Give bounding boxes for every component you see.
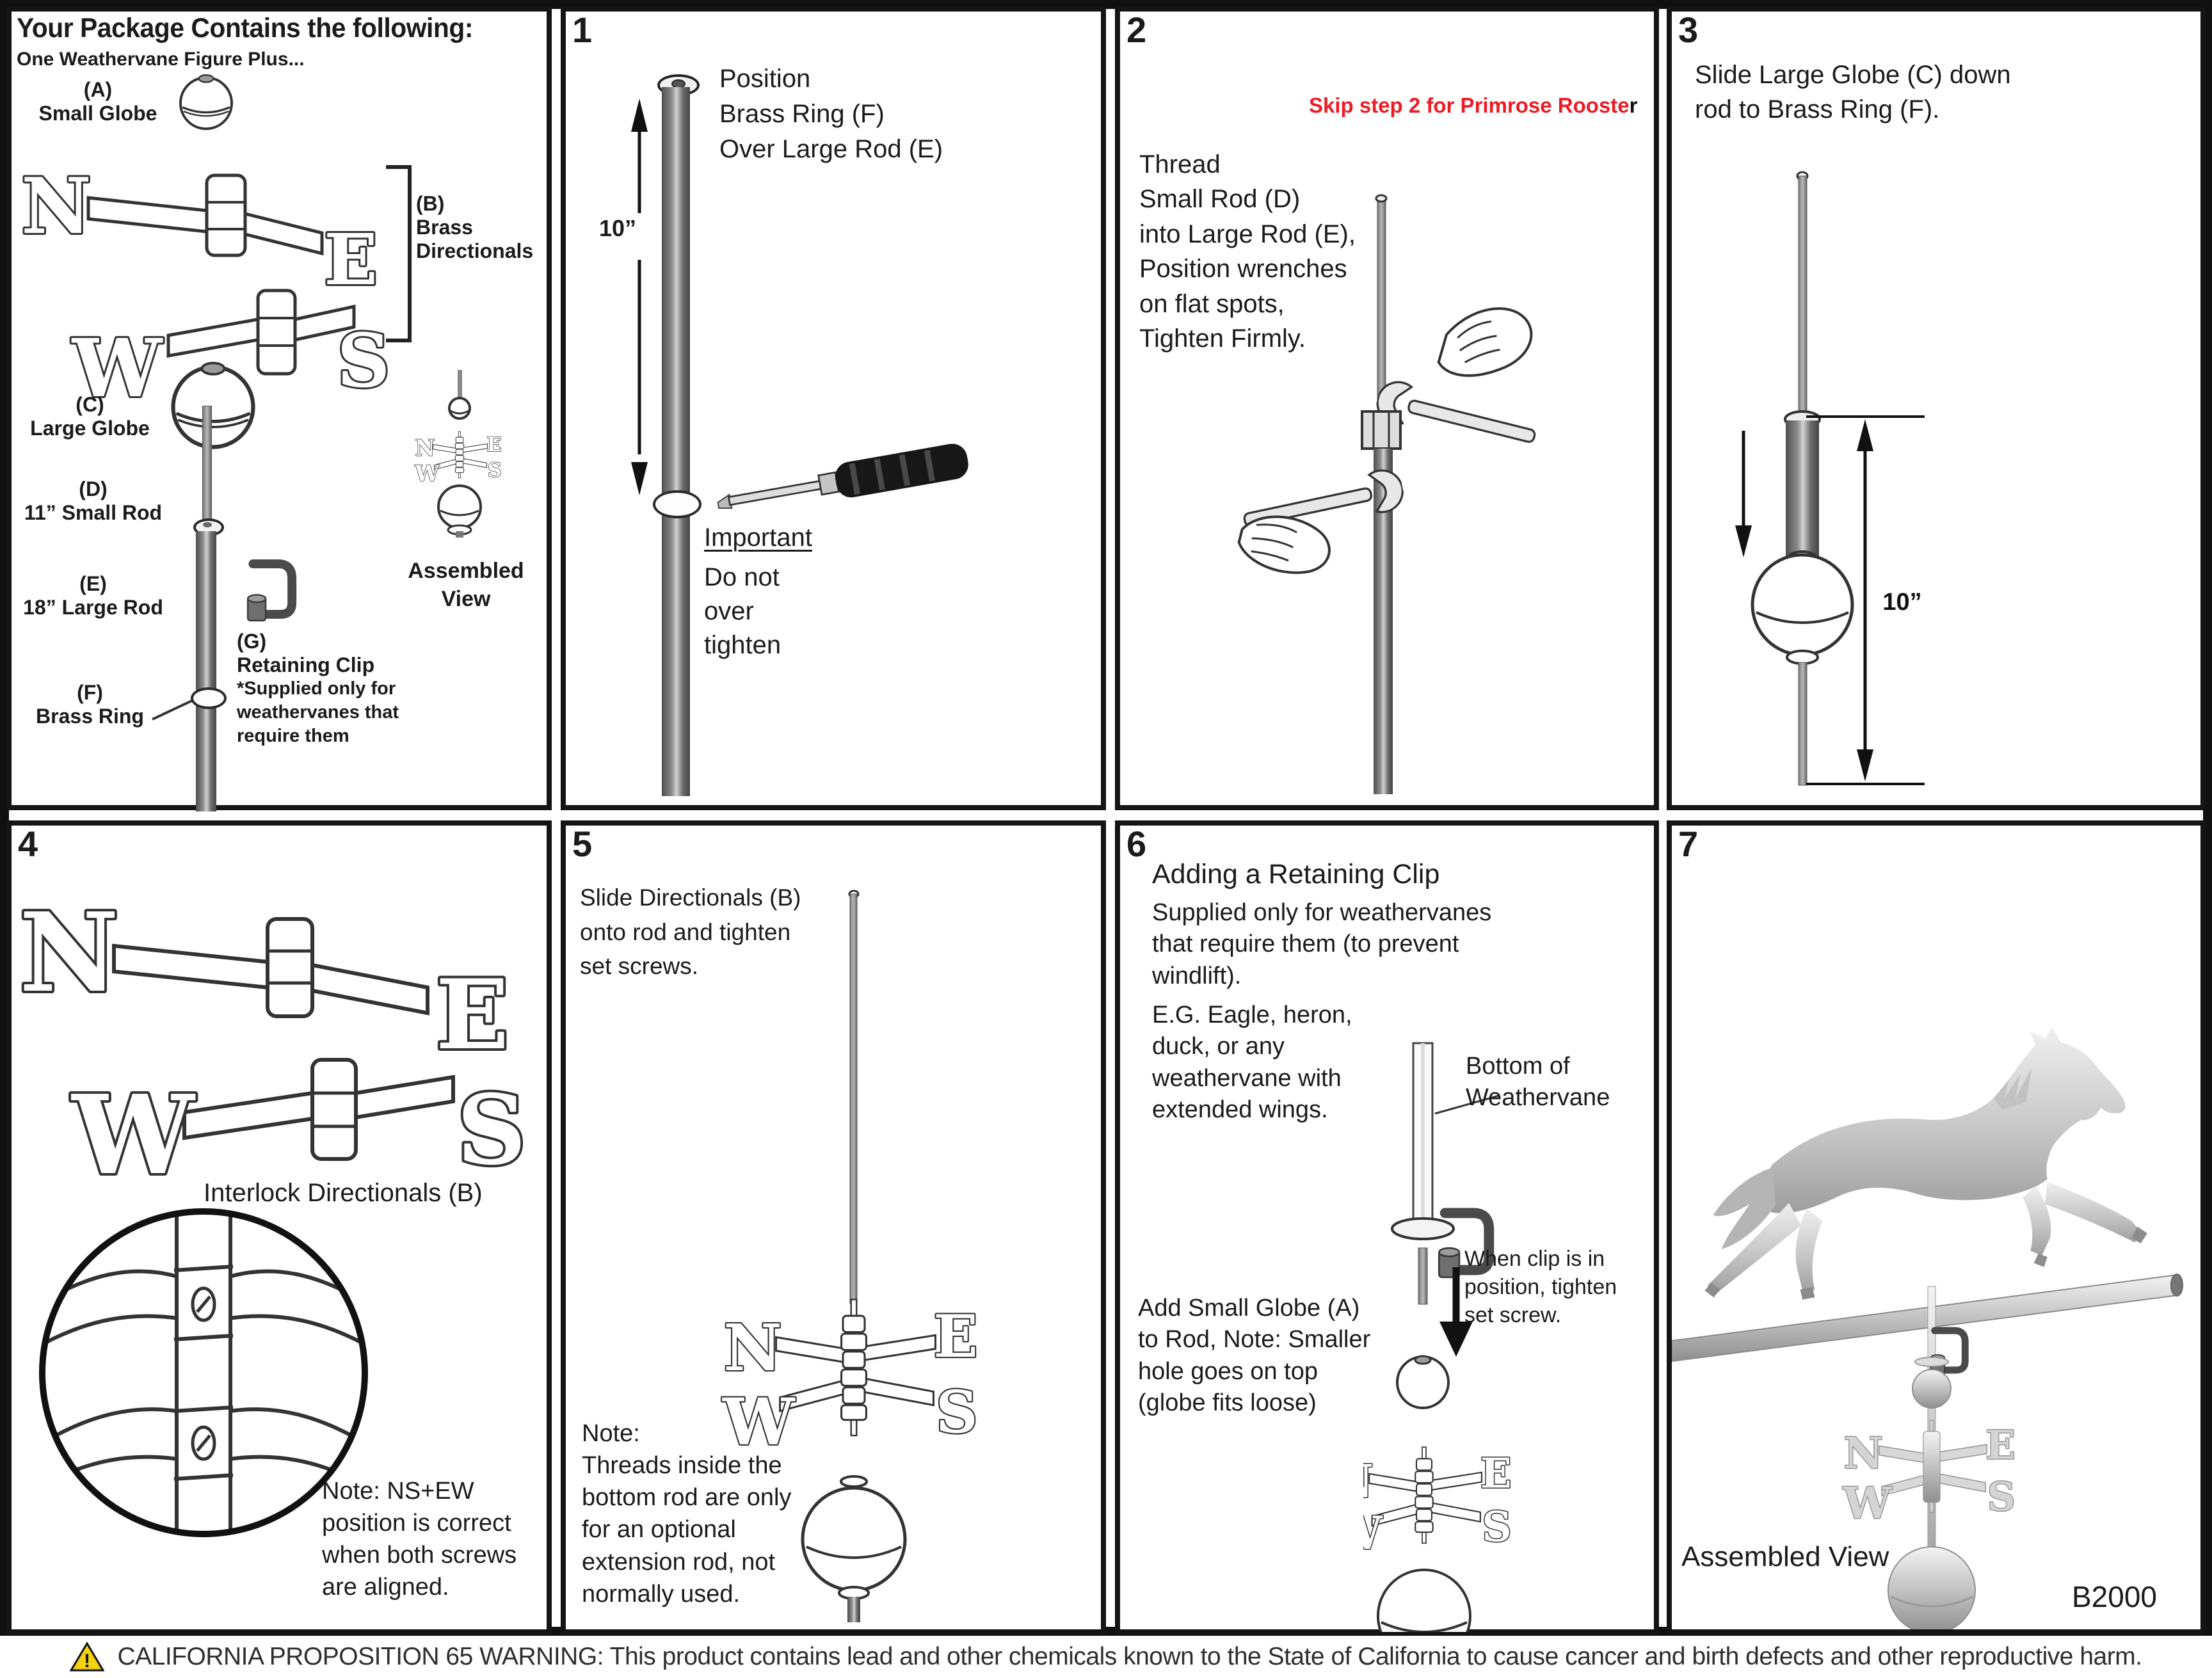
part-d-key: (D) bbox=[79, 477, 108, 500]
letter-n: N bbox=[19, 889, 118, 1017]
large-rod-illustration bbox=[662, 87, 690, 796]
assembled-view-label: Assembled View bbox=[408, 559, 524, 612]
step-4-note: Note: NS+EW position is correct when bot… bbox=[322, 1478, 517, 1601]
large-globe-icon bbox=[165, 356, 261, 452]
part-a-name: Small Globe bbox=[38, 102, 157, 125]
clip-position-label: When clip is in position, tighten set sc… bbox=[1464, 1247, 1617, 1328]
letter-w: W bbox=[71, 1071, 196, 1179]
bottom-of-weathervane-label: Bottom of Weathervane bbox=[1466, 1053, 1610, 1112]
part-g-key: (G) bbox=[237, 630, 267, 653]
letter-e: E bbox=[436, 959, 509, 1071]
important-body: Do not over tighten bbox=[704, 563, 781, 659]
panel-step-4: 4 N E W S Interlock Directionals (B) bbox=[6, 820, 552, 1634]
panel-step-2: 2 Skip step 2 for Primrose Rooster Threa… bbox=[1115, 6, 1659, 810]
letter-s: S bbox=[337, 318, 390, 404]
screw-alignment-detail bbox=[39, 1208, 368, 1537]
part-g-name: Retaining Clip bbox=[237, 653, 375, 676]
retaining-clip-icon bbox=[237, 552, 301, 626]
part-g-note: *Supplied only for weathervanes that req… bbox=[237, 678, 399, 747]
step-1-instruction: Position Brass Ring (F) Over Large Rod (… bbox=[719, 65, 943, 164]
part-b-bracket bbox=[386, 165, 412, 342]
step-6-number: 6 bbox=[1126, 824, 1147, 864]
skip-step-note-black: r bbox=[1629, 93, 1638, 117]
part-b-name: Brass Directionals bbox=[416, 216, 534, 262]
skip-step-note-red: Skip step 2 for Primrose Rooste bbox=[1309, 93, 1630, 117]
part-b-label: (B) Brass Directionals bbox=[416, 192, 533, 263]
interlock-directionals-illustration: N E W S bbox=[18, 886, 529, 1179]
step-3-number: 3 bbox=[1678, 10, 1699, 50]
dimension-arrow bbox=[631, 99, 648, 495]
step-5-number: 5 bbox=[572, 824, 593, 864]
step-1-number: 1 bbox=[572, 10, 593, 50]
model-number: B2000 bbox=[2072, 1580, 2158, 1613]
step-2-number: 2 bbox=[1126, 10, 1147, 50]
package-subtitle: One Weathervane Figure Plus... bbox=[17, 49, 305, 70]
part-e-label: (E) 18” Large Rod bbox=[18, 572, 168, 619]
warning-triangle-icon: ! bbox=[70, 1642, 105, 1672]
letter-w: W bbox=[71, 322, 163, 406]
part-e-name: 18” Large Rod bbox=[23, 596, 163, 619]
part-d-label: (D) 11” Small Rod bbox=[18, 477, 168, 525]
large-rod-illustration bbox=[196, 531, 216, 811]
step-3-instruction: Slide Large Globe (C) down rod to Brass … bbox=[1695, 61, 2011, 124]
wrench-tightening-illustration bbox=[1237, 194, 1541, 794]
lower-hand bbox=[1237, 515, 1331, 574]
part-f-name: Brass Ring bbox=[36, 705, 144, 728]
step-7-number: 7 bbox=[1678, 824, 1699, 864]
step-6-body2: E.G. Eagle, heron, duck, or any weatherv… bbox=[1152, 1002, 1352, 1124]
panel-step-3: 3 Slide Large Globe (C) down rod to Bras… bbox=[1667, 6, 2206, 810]
dimension-label: 10” bbox=[599, 215, 637, 241]
part-c-name: Large Globe bbox=[30, 417, 150, 440]
brass-ring-icon bbox=[191, 687, 227, 709]
retaining-clip-illustration bbox=[1363, 1042, 1645, 1632]
brass-ring-icon bbox=[653, 490, 701, 518]
small-rod-illustration bbox=[202, 406, 212, 527]
panel-package-contents: Your Package Contains the following: One… bbox=[6, 6, 552, 811]
step-6-heading: Adding a Retaining Clip bbox=[1152, 859, 1440, 890]
part-g-label: (G) Retaining Clip *Supplied only for we… bbox=[237, 630, 399, 748]
step-4-number: 4 bbox=[18, 824, 38, 864]
part-e-key: (E) bbox=[79, 572, 107, 595]
warning-text: CALIFORNIA PROPOSITION 65 WARNING: This … bbox=[117, 1643, 2142, 1670]
screwdriver-icon bbox=[693, 410, 1000, 525]
assembled-view-mini-illustration bbox=[413, 370, 503, 538]
part-d-name: 11” Small Rod bbox=[24, 501, 163, 524]
warning-exclamation: ! bbox=[84, 1650, 90, 1672]
directionals-on-rod-illustration bbox=[636, 890, 1046, 1622]
assembled-view-caption: Assembled View bbox=[1681, 1541, 1889, 1572]
important-heading: Important bbox=[704, 523, 812, 552]
skip-step-note: Skip step 2 for Primrose Rooster bbox=[1309, 93, 1637, 118]
brass-directionals-illustration: N E W S bbox=[19, 159, 392, 406]
part-c-label: (C) Large Globe bbox=[21, 393, 159, 440]
part-f-label: (F) Brass Ring bbox=[24, 681, 156, 728]
panel-step-6: 6 Adding a Retaining Clip Supplied only … bbox=[1115, 820, 1659, 1634]
part-c-key: (C) bbox=[76, 393, 104, 416]
assembled-weathervane-photo bbox=[1672, 1274, 2183, 1629]
panel-step-5: 5 Slide Directionals (B) onto rod and ti… bbox=[561, 820, 1106, 1634]
panel-step-1: 1 10” Position Brass Ring (F) Over Large… bbox=[561, 6, 1106, 810]
globe-slide-illustration: 10” bbox=[1735, 171, 1925, 786]
brass-ring-leader-line bbox=[152, 698, 196, 721]
part-b-key: (B) bbox=[416, 192, 445, 215]
letter-n: N bbox=[21, 161, 92, 252]
interlock-caption: Interlock Directionals (B) bbox=[204, 1179, 483, 1207]
part-a-label: (A) Small Globe bbox=[31, 78, 165, 125]
large-rod-top-hole bbox=[203, 522, 212, 527]
letter-s: S bbox=[457, 1074, 526, 1179]
small-globe-icon bbox=[173, 70, 239, 132]
upper-hand bbox=[1437, 307, 1533, 377]
prop65-warning: ! CALIFORNIA PROPOSITION 65 WARNING: Thi… bbox=[0, 1636, 2212, 1678]
part-a-key: (A) bbox=[83, 78, 113, 101]
step-2-instruction: Thread Small Rod (D) into Large Rod (E),… bbox=[1139, 150, 1356, 353]
step-5-instruction: Slide Directionals (B) onto rod and tigh… bbox=[580, 884, 801, 980]
part-f-key: (F) bbox=[77, 681, 103, 704]
add-small-globe-text: Add Small Globe (A) to Rod, Note: Smalle… bbox=[1138, 1295, 1371, 1417]
step-6-body1: Supplied only for weathervanes that requ… bbox=[1152, 899, 1492, 989]
package-title: Your Package Contains the following: bbox=[17, 13, 473, 44]
dimension-label: 10” bbox=[1882, 589, 1921, 616]
letter-e: E bbox=[324, 218, 378, 301]
step-5-note: Note: Threads inside the bottom rod are … bbox=[582, 1420, 792, 1608]
panel-step-7: 7 Assembled View B2000 bbox=[1667, 820, 2206, 1634]
